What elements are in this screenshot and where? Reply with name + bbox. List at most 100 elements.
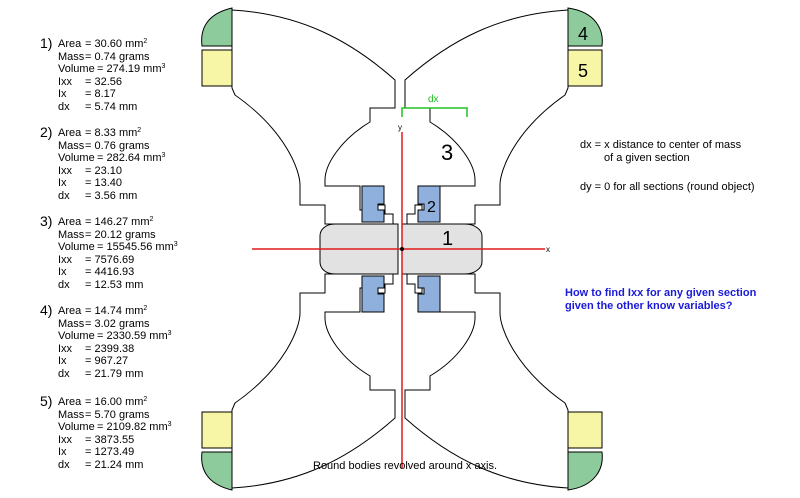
dx-definition-line-1: dx = x distance to center of mass — [580, 139, 742, 151]
property-value: = 16.00 mm2 — [85, 396, 148, 408]
section-label-5: 5 — [578, 61, 588, 81]
dx-label: dx — [428, 94, 439, 105]
section-label-4: 4 — [578, 24, 588, 44]
property-value: = 8.33 mm2 — [85, 127, 142, 139]
property-row: 5) Area= 16.00 mm2 — [0, 393, 200, 409]
property-value: = 1273.49 — [85, 446, 135, 458]
property-row: Ixx= 7576.69 — [0, 254, 200, 267]
section-label-1: 1 — [442, 228, 453, 250]
property-label: Ix — [58, 88, 67, 100]
section-5-bottom-left — [201, 411, 233, 449]
property-value: = 0.74 grams — [85, 50, 150, 63]
property-row: Ixx= 32.56 — [0, 76, 200, 89]
property-value: = 3.56 mm — [85, 189, 138, 202]
property-label: Volume — [58, 330, 95, 342]
property-value: = 7576.69 — [85, 253, 135, 266]
property-row: Ixx= 2399.38 — [0, 343, 200, 356]
unit-exponent: 2 — [143, 305, 148, 312]
property-row: Mass= 0.74 grams — [0, 51, 200, 64]
property-label: Volume — [58, 63, 95, 75]
property-row: Volume= 282.64 mm3 — [0, 152, 200, 165]
property-value: = 21.24 mm — [85, 458, 144, 471]
unit-exponent: 2 — [137, 127, 142, 134]
property-value: = 274.19 mm3 — [97, 63, 166, 75]
property-label: Ixx — [58, 164, 73, 177]
property-row: Volume= 2330.59 mm3 — [0, 330, 200, 343]
property-label: Mass — [58, 228, 85, 241]
property-value: = 2330.59 mm3 — [97, 330, 172, 342]
property-row: Ixx = 23.10 — [0, 165, 200, 178]
property-label: Ix — [58, 177, 67, 189]
property-row: dx = 5.74 mm — [0, 101, 200, 114]
property-value: = 2109.82 mm3 — [97, 421, 172, 433]
question-text: How to find Ixx for any given section gi… — [565, 287, 795, 313]
property-label: Mass — [58, 50, 85, 63]
property-row: Volume= 2109.82 mm3 — [0, 421, 200, 434]
section-3-left-bottom-outline — [231, 273, 396, 489]
unit-exponent: 3 — [161, 152, 166, 159]
property-label: dx — [58, 367, 70, 380]
property-value: = 14.74 mm2 — [85, 305, 148, 317]
section-number: 5) — [40, 393, 53, 409]
property-row: dx= 3.56 mm — [0, 190, 200, 203]
property-label: Area — [58, 127, 82, 139]
unit-exponent: 3 — [167, 421, 172, 428]
property-value: = 5.70 grams — [85, 408, 150, 421]
property-value: = 20.12 grams — [85, 228, 156, 241]
property-label: Ix — [58, 446, 67, 458]
property-row: 3)Area= 146.27 mm2 — [0, 214, 200, 229]
property-value: = 23.10 — [85, 164, 123, 177]
question-line-2: given the other know variables? — [565, 300, 733, 312]
property-value: = 5.74 mm — [85, 100, 138, 113]
property-label: Area — [58, 305, 82, 317]
property-row: Ix = 967.27 — [0, 355, 200, 368]
property-label: Ix — [58, 355, 67, 367]
y-axis-label: y — [398, 123, 402, 132]
section-label-3: 3 — [441, 140, 453, 165]
diagram-caption: Round bodies revolved around x axis. — [313, 460, 498, 472]
property-row: Volume= 274.19 mm3 — [0, 63, 200, 76]
property-row: Ix = 1273.49 — [0, 446, 200, 459]
property-row: dx= 21.24 mm — [0, 459, 200, 472]
property-label: Ixx — [58, 433, 73, 446]
section-5-bottom-right — [567, 411, 603, 449]
section-number: 4) — [40, 302, 53, 318]
property-value: = 13.40 — [85, 177, 123, 189]
property-row: dx = 21.79 mm — [0, 368, 200, 381]
property-row: 1)Area= 30.60 mm2 — [0, 35, 200, 51]
property-row: 4) Area= 14.74 mm2 — [0, 302, 200, 318]
x-axis-label: x — [546, 245, 550, 254]
unit-exponent: 3 — [161, 63, 166, 70]
property-value: = 8.17 — [85, 88, 116, 100]
section-label-2: 2 — [427, 199, 436, 216]
property-value: = 32.56 — [85, 75, 123, 88]
section-4-top-right — [567, 7, 603, 47]
unit-exponent: 2 — [143, 38, 148, 45]
property-label: Area — [58, 396, 82, 408]
dx-definition-line-2: of a given section — [604, 152, 690, 164]
section-4-bottom-left — [201, 451, 233, 491]
section-4-top-left — [201, 7, 233, 47]
property-value: = 12.53 mm — [85, 278, 144, 291]
section-2-bushing-right-bottom — [417, 275, 441, 313]
property-value: = 21.79 mm — [85, 367, 144, 380]
dx-definition: dx = x distance to center of mass of a g… — [580, 139, 741, 165]
property-value: = 15545.56 mm3 — [97, 241, 178, 253]
property-label: Volume — [58, 421, 95, 433]
property-row: Mass= 20.12 grams — [0, 229, 200, 242]
property-value: = 967.27 — [85, 355, 129, 367]
property-value: = 2399.38 — [85, 342, 135, 355]
property-label: dx — [58, 100, 70, 113]
property-value: = 3873.55 — [85, 433, 135, 446]
property-label: Mass — [58, 317, 85, 330]
section-number: 1) — [40, 35, 53, 51]
property-value: = 30.60 mm2 — [85, 38, 148, 50]
origin-marker — [400, 247, 404, 251]
section-3-right-top-outline — [404, 9, 569, 225]
